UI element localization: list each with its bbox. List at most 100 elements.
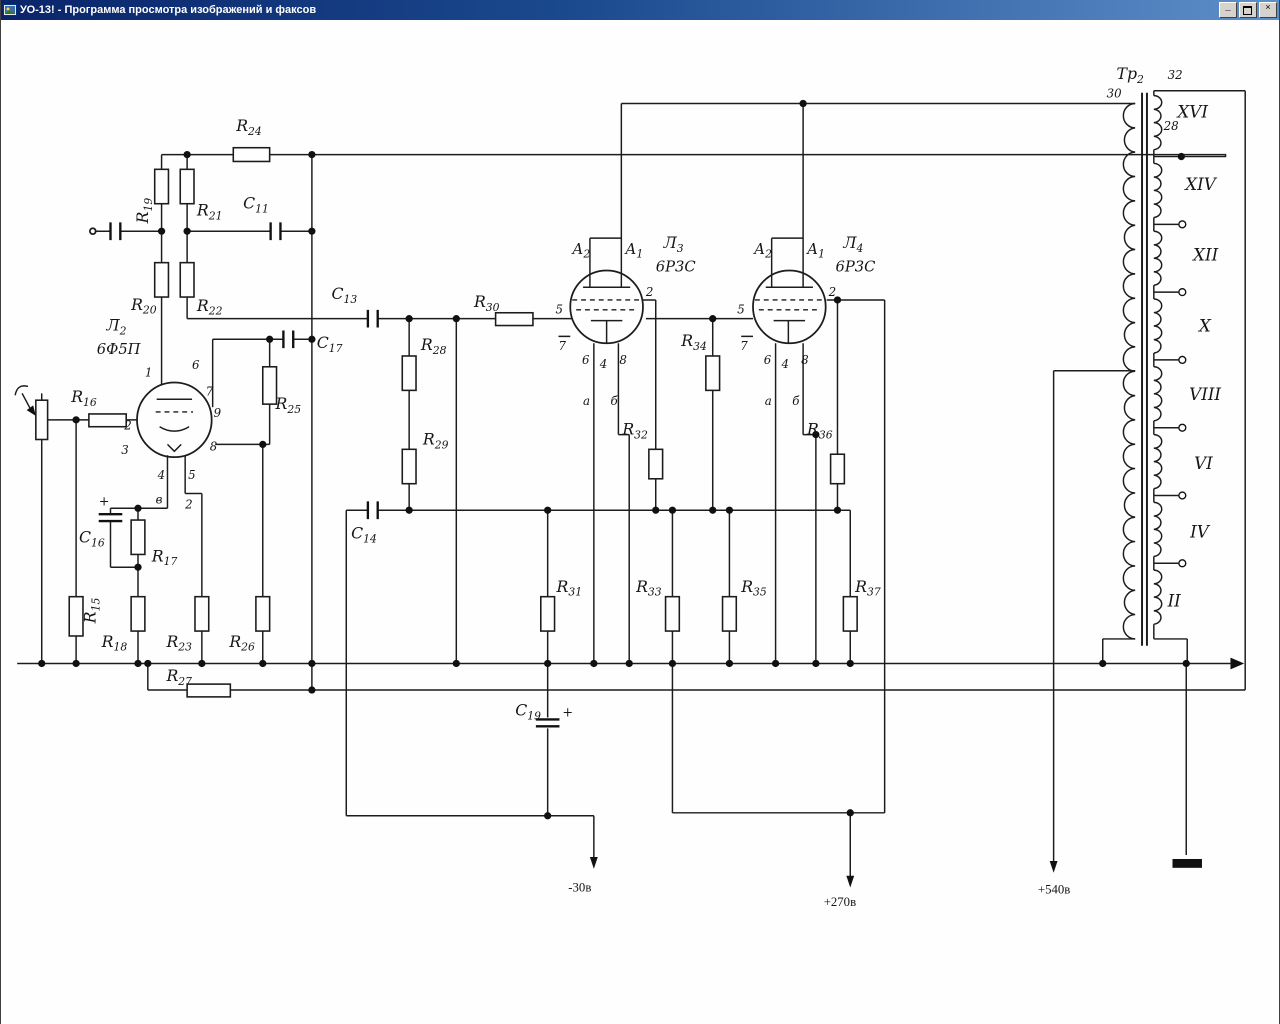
winding-label-x: X: [1197, 315, 1212, 335]
junction-dot: [144, 659, 152, 668]
label-r32: R32: [621, 420, 648, 442]
l2-pin-v: в: [156, 492, 163, 506]
resistor-r23: [194, 595, 210, 632]
label-r23: R23: [165, 632, 192, 654]
junction-dot: [308, 335, 316, 343]
junction-dot: [1182, 659, 1190, 668]
resistor-r15: [68, 595, 84, 637]
transformer-tap: [1178, 288, 1187, 297]
transformer-tap: [1178, 559, 1187, 568]
label-terminal-32: 32: [1168, 68, 1183, 82]
l4-pin-a: а: [765, 394, 772, 408]
l3-pin-6: 6: [582, 353, 590, 367]
label-l3-anode2: А2: [571, 241, 590, 261]
l3-pin-8: 8: [619, 353, 627, 367]
label-r30: R30: [473, 292, 500, 314]
resistor-r19: [153, 168, 170, 205]
label-r37: R37: [854, 577, 881, 599]
app-icon: [3, 4, 17, 16]
label-neg30v: -30в: [568, 880, 591, 894]
c19-plus: +: [562, 706, 573, 721]
junction-dot: [157, 227, 166, 235]
minimize-button[interactable]: _: [1219, 2, 1237, 18]
resistor-r29: [401, 448, 417, 485]
junction-dot: [590, 659, 598, 668]
junction-dot: [668, 659, 677, 668]
junction-dot: [544, 812, 552, 820]
resistors: [35, 146, 858, 698]
junction-dot: [812, 430, 820, 439]
junction-dot: [846, 659, 854, 668]
junction-dot: [799, 99, 807, 108]
label-tube-l4: Л4: [842, 233, 863, 255]
junction-dot: [405, 315, 413, 323]
resistor-r34: [705, 355, 721, 392]
junction-dot: [405, 506, 413, 514]
resistor-r30: [494, 311, 534, 327]
capacitors: [88, 222, 560, 728]
transformer-secondary-coil: [1153, 230, 1163, 286]
label-r34: R34: [680, 331, 707, 353]
viewer-canvas: R24 R19 R21 R20 R22 R16 R15 R17 R18 R23 …: [1, 20, 1279, 1024]
tube-l2: [136, 381, 213, 459]
p540-arrow: [1049, 860, 1058, 873]
close-button[interactable]: ×: [1259, 2, 1277, 18]
junction-dot: [544, 506, 552, 514]
junction-dot: [259, 440, 267, 449]
junction-dot: [833, 296, 842, 304]
p270-arrow: [846, 875, 855, 888]
junction-dot: [134, 504, 142, 512]
transformer-tap: [1178, 355, 1187, 365]
capacitor-c13: [366, 309, 379, 328]
junction-dot: [725, 506, 734, 514]
label-r25: R25: [275, 394, 302, 416]
l2-pin-5: 5: [188, 468, 196, 482]
schematic-wires: [14, 89, 1246, 878]
junction-dot: [1099, 659, 1107, 668]
junction-dot: [183, 227, 191, 235]
transformer-secondary-coil: [1153, 366, 1163, 422]
junction-dot: [709, 315, 717, 323]
winding-label-xvi: XVI: [1175, 101, 1208, 121]
transformer-secondary-coil: [1153, 162, 1163, 219]
label-tube-l4-type: 6Р3С: [836, 259, 876, 276]
capacitor-c14: [366, 501, 379, 520]
l3-pin-2: 2: [645, 285, 654, 299]
label-l4-anode2: А2: [753, 241, 772, 261]
label-terminal-30: 30: [1107, 87, 1122, 101]
junction-dot: [308, 659, 316, 668]
l3-pin-b: б: [611, 394, 619, 408]
winding-label-vi: VI: [1194, 453, 1213, 473]
junction-dot: [452, 315, 460, 323]
arrows: [26, 405, 1245, 888]
junction-dot: [452, 659, 460, 668]
label-l4-anode1: А1: [806, 241, 825, 261]
l2-pin-6: 6: [192, 358, 200, 372]
l2-pin-1: 1: [145, 366, 153, 380]
label-r27: R27: [165, 666, 192, 688]
label-r35: R35: [740, 577, 767, 599]
l3-pin-a: а: [583, 394, 590, 408]
l4-pin-8: 8: [801, 353, 809, 367]
title-bar[interactable]: УО-13! - Программа просмотра изображений…: [1, 0, 1279, 20]
label-r15: R15: [81, 598, 103, 625]
volume-potentiometer: [35, 399, 49, 441]
winding-label-ii: II: [1167, 591, 1182, 611]
maximize-button[interactable]: [1239, 2, 1257, 18]
labels: R24 R19 R21 R20 R22 R16 R15 R17 R18 R23 …: [70, 64, 1221, 909]
junction-dot: [259, 659, 267, 668]
transformer-tap: [1178, 423, 1187, 432]
capacitor-c16: [98, 512, 123, 523]
label-r36: R36: [806, 420, 833, 442]
winding-label-iv: IV: [1189, 522, 1211, 542]
junction-dot: [134, 563, 142, 571]
l4-pin-6: 6: [764, 353, 772, 367]
resistor-r33: [664, 595, 681, 632]
resistor-r20: [153, 261, 170, 298]
label-c14: С14: [351, 524, 377, 546]
label-r22: R22: [196, 296, 223, 318]
label-l3-anode1: А1: [624, 241, 643, 261]
transformer-tap: [1178, 491, 1187, 500]
label-r31: R31: [556, 577, 583, 599]
resistor-r18: [130, 595, 146, 632]
